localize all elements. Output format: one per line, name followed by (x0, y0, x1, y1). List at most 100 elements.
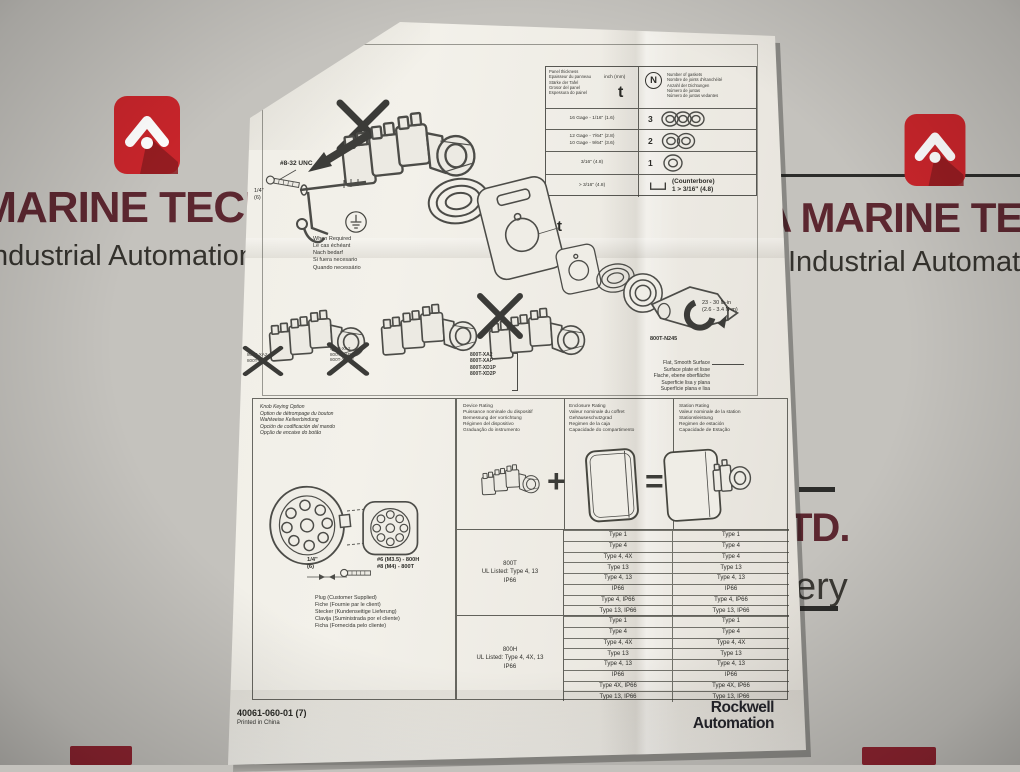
note-line: Le cas échéant (313, 243, 351, 250)
note-line: Stecker (Kundenseitige Lieferung) (315, 609, 397, 616)
fragment-line-bottom (800, 606, 838, 611)
torque-line: 23 - 30 lb-in (702, 300, 732, 306)
header-line: Valeur nominale de la station (679, 409, 741, 415)
header-line: Nombre de joints d'étanchéité (667, 77, 723, 83)
screw-size: #6 (M3.5) - 800H (377, 557, 420, 563)
enclosure-type-cell: Type 13 (564, 649, 673, 659)
rating-row: Type 1 Type 1 (564, 616, 789, 627)
screw-size: #8 (M4) - 800T (377, 563, 414, 570)
note-line: Nach bedarf (313, 250, 343, 257)
gasket-count: 2 (648, 135, 653, 146)
note-line: Ficha (Fornecida pelo cliente) (315, 623, 387, 630)
note-line: Superficie lisa y plana (661, 379, 710, 386)
brand-fragment-ltd: TD. (788, 506, 850, 550)
enclosure-type-cell: Type 4 (564, 541, 673, 552)
rockwell-automation-logo: Rockwell Automation (656, 699, 775, 733)
gasket-count-symbol: N (645, 72, 662, 89)
enclosure-type-cell: Type 13, IP66 (564, 606, 673, 616)
station-type-cell: Type 4 (721, 543, 740, 550)
station-type-cell: Type 4, IP66 (714, 596, 748, 603)
inch-mm-label: inch (mm) (604, 75, 626, 80)
header-line: Graduação do instrumento (463, 427, 520, 433)
station-type-cell: Type 4, 4X (716, 639, 746, 646)
crossed-out-x-icon (324, 340, 372, 378)
logo-line: Automation (692, 715, 775, 733)
label-line: IP66 (503, 663, 517, 670)
header-line: Stärke der Tafel (549, 79, 579, 85)
header-line: Capacidade do compartimento (569, 427, 635, 433)
label-line: 800H (502, 647, 518, 654)
publication-number: 40061-060-01 (7) (237, 708, 307, 718)
gasket-row-4: > 3/16" (4.8) (Counterbore) 1 > 3/16" (4… (546, 174, 756, 197)
label-line: 800T (503, 561, 517, 568)
brand-name-left: A MARINE TECH (0, 183, 276, 232)
crossed-out-x-icon (240, 344, 286, 378)
equals-sign: = (645, 463, 664, 499)
rating-row: Type 4, 4X Type 4 (564, 551, 789, 563)
header-line: Enclosure Rating (569, 404, 606, 409)
station-type-cell: Type 13, IP66 (712, 607, 750, 614)
part-number: 800T-XA2 (330, 346, 351, 351)
header-line: Número de juntas vedantes (667, 93, 719, 98)
thickness-value: 3/16" (4.8) (580, 159, 604, 165)
header-line: Regimen de la caja (569, 421, 611, 427)
station-type-cell: Type 4, 13 (716, 575, 746, 582)
gasket-rings-icon (663, 154, 683, 172)
rating-row: Type 13, IP66 Type 13, IP66 (564, 605, 789, 616)
header-line: Epaisseur du panneau (549, 74, 591, 80)
brand-fragment-ery: ery (795, 566, 848, 608)
rating-row: Type 13, IP66 Type 13, IP66 (564, 691, 789, 702)
enclosure-type-cell: Type 4, 4X (564, 638, 673, 649)
enclosure-type-cell: Type 4, 4X (564, 552, 673, 563)
note-line: Flat, Smooth Surface (663, 360, 710, 366)
rating-row: Type 4, IP66 Type 4, IP66 (564, 594, 789, 606)
part-number: 800T-XD2P (470, 370, 496, 377)
header-line: Stationsleistung (679, 415, 713, 421)
note-line: Si fuera necesario (313, 257, 358, 264)
gasket-count: 1 (648, 158, 653, 168)
brand-tagline-right: Industrial Automation (788, 246, 1020, 278)
printed-in-china: Printed in China (237, 720, 280, 726)
enclosure-type-cell: IP66 (564, 584, 673, 595)
note-line: Clavija (Suministrada por el cliente) (315, 616, 400, 623)
enclosure-type-cell: Type 4, IP66 (564, 595, 673, 606)
header-line: Number of gaskets (667, 72, 703, 77)
title-line: Option de détrompage du bouton (260, 410, 334, 417)
leader-line (537, 227, 559, 235)
ground-strap-icon (296, 179, 367, 244)
rating-rows: Type 1 Type 1 Type 4 Type 4 Type 4, 4X T… (564, 616, 789, 702)
title-line: Wahlweise Keilverbindung (260, 417, 319, 423)
thickness-value: 10 Gage - 9/64" (3.6) (569, 140, 615, 146)
thickness-value: 16 Gage - 1/16" (1.6) (569, 115, 615, 121)
enclosure-type-cell: Type 1 (564, 531, 673, 541)
header-line: Device Rating (463, 404, 493, 409)
torque-line: (2.6 - 3.4 N-m) (702, 306, 738, 313)
part-number: 800T-XAP (247, 357, 268, 363)
divider-line-right (778, 174, 1020, 177)
label-line: UL Listed: Type 4, 13 (481, 569, 539, 576)
enclosure-type-cell: Type 4 (564, 627, 673, 638)
brand-tagline-left: Industrial Automation (0, 240, 255, 272)
pointer-arrow-icon (308, 130, 373, 172)
header-line: Anzahl der Dichtungen (667, 82, 710, 88)
header-line: Station Rating (679, 404, 710, 409)
title-line: Knob Keying Option (260, 404, 305, 410)
fragment-line-top (799, 487, 835, 492)
thickness-symbol: t (618, 84, 624, 101)
assembly-section-box (262, 44, 758, 396)
rating-row: Type 4 Type 4 (564, 626, 789, 638)
header-line: Capacidade de Estação (679, 427, 730, 433)
panel-thickness-callout: t (557, 218, 562, 235)
note-line: Plug (Customer Supplied) (315, 595, 377, 601)
logo-fragment-bottom-left (70, 746, 132, 765)
part-number: 800T-XA2 (470, 352, 493, 358)
